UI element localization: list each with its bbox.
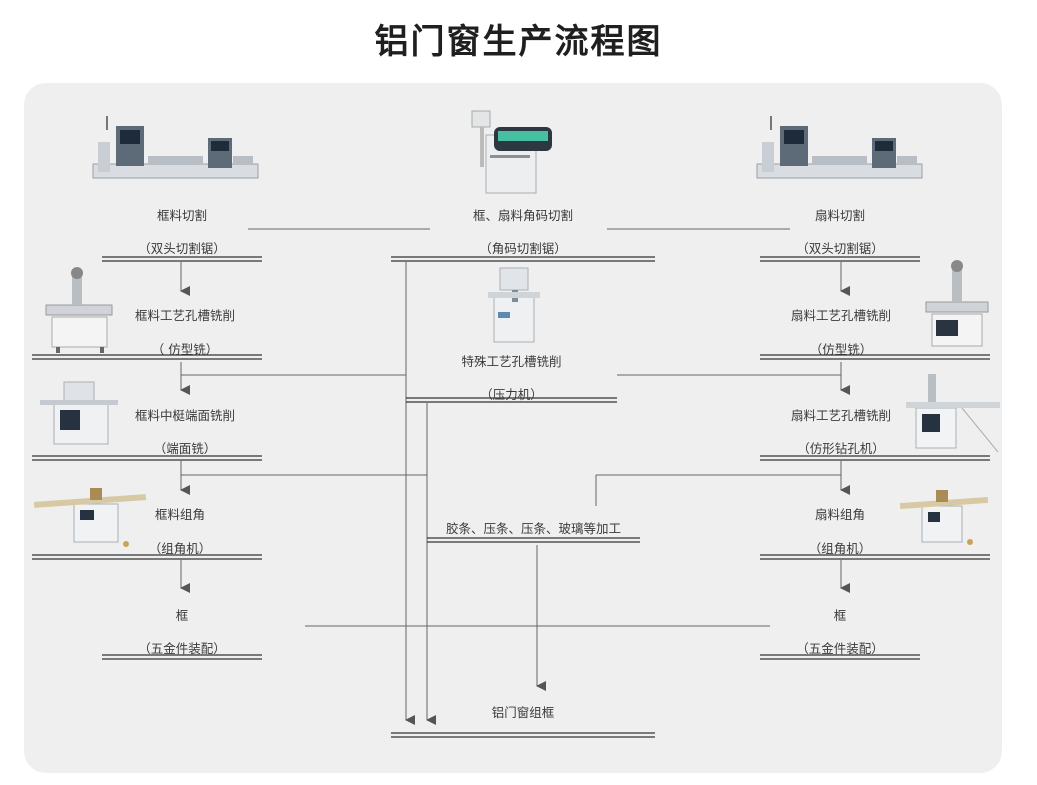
step-frame-crimping-name: 框料组角 — [154, 507, 205, 522]
double-head-saw-icon — [756, 116, 923, 179]
step-frame-hardware-name: 框 — [175, 608, 189, 623]
flow-panel — [24, 83, 1002, 773]
crimping-machine-icon — [899, 490, 989, 545]
copy-router-icon — [925, 260, 989, 347]
step-sash-hardware-machine: （五金件装配） — [796, 641, 884, 656]
step-sash-hardware-name: 框 — [833, 608, 847, 623]
step-sash-cutting-name: 扇料切割 — [814, 208, 865, 223]
step-special-milling-name: 特殊工艺孔槽铣削 — [461, 354, 562, 369]
step-frame-milling-name: 框料工艺孔槽铣削 — [134, 308, 235, 323]
step-sash-milling-machine: （仿型铣） — [809, 342, 873, 357]
step-sash-crimping-machine: （组角机） — [808, 541, 872, 556]
double-head-saw-icon — [92, 116, 259, 179]
step-frame-cutting-machine: （双头切割锯） — [138, 241, 226, 256]
step-sash-crimping-name: 扇料组角 — [814, 507, 865, 522]
step-corner-cutting-machine: （角码切割锯） — [479, 241, 567, 256]
step-frame-milling-machine: （ 仿型铣） — [151, 342, 219, 357]
step-corner-cutting-name: 框、扇料角码切割 — [472, 208, 573, 223]
copy-router-icon — [45, 267, 113, 353]
step-frame-hardware-machine: （五金件装配） — [138, 641, 226, 656]
step-mullion-milling-machine: （端面铣） — [153, 441, 217, 456]
step-special-milling-machine: （压力机） — [480, 387, 543, 402]
step-sash-drilling-machine: （仿形钻孔机） — [797, 441, 885, 456]
crimping-machine-icon — [33, 488, 147, 547]
step-sash-drilling-name: 扇料工艺孔槽铣削 — [790, 408, 891, 423]
step-sash-cutting-machine: （双头切割锯） — [796, 241, 884, 256]
step-final-assembly-name: 铝门窗组框 — [491, 705, 555, 720]
step-mullion-milling-name: 框料中梃端面铣削 — [134, 408, 235, 423]
step-glazing-processing-name: 胶条、压条、压条、玻璃等加工 — [445, 521, 621, 536]
press-machine-icon — [488, 267, 540, 343]
step-sash-milling-name: 扇料工艺孔槽铣削 — [790, 308, 891, 323]
copy-drilling-icon — [906, 374, 1000, 453]
page-title: 铝门窗生产流程图 — [374, 22, 663, 62]
corner-cutting-saw-icon — [471, 110, 552, 194]
end-milling-icon — [40, 381, 118, 445]
step-frame-cutting-name: 框料切割 — [156, 208, 207, 223]
step-frame-crimping-machine: （组角机） — [148, 541, 212, 556]
